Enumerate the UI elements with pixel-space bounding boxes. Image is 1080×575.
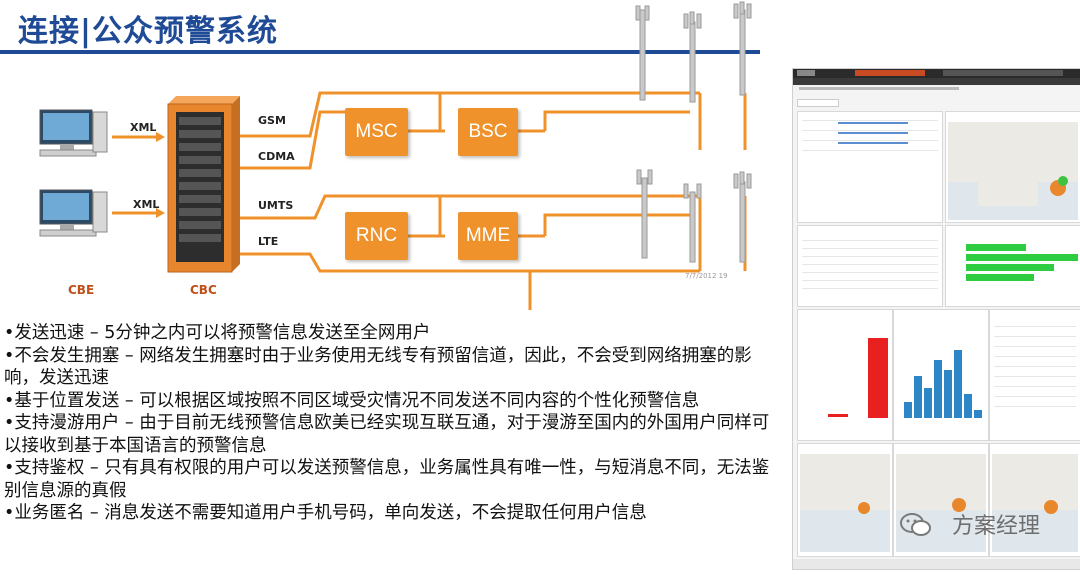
node-mme: MME bbox=[458, 212, 518, 260]
map-panel-1 bbox=[797, 443, 893, 557]
bullet-item: •发送迅速 – 5分钟之内可以将预警信息发送至全网用户 bbox=[4, 323, 431, 343]
diagram-links bbox=[39, 1, 752, 310]
bullet-item: •业务匿名 – 消息发送不需要知道用户手机号码，单向发送，不会提取任何用户信息 bbox=[4, 503, 647, 523]
cbe-computer-icon bbox=[39, 109, 108, 237]
dashboard-select bbox=[797, 99, 839, 107]
map-panel-3 bbox=[989, 443, 1080, 557]
red-bar-chart bbox=[797, 309, 893, 441]
bullet-item: •基于位置发送 – 可以根据区域按照不同区域受灾情况不同发送不同内容的个性化预警… bbox=[4, 390, 700, 411]
xml-label-top: XML bbox=[130, 121, 157, 134]
dashboard-footer bbox=[793, 559, 1080, 569]
page-title: 连接|公众预警系统 bbox=[18, 14, 278, 49]
net-label-umts: UMTS bbox=[258, 199, 294, 212]
dashboard-header-text bbox=[799, 87, 959, 90]
cell-list-panel bbox=[989, 309, 1080, 441]
blue-bar-chart bbox=[893, 309, 989, 441]
dashboard-topbar bbox=[793, 69, 1080, 78]
device-label-cbc: CBC bbox=[190, 283, 217, 297]
bullet-item: •支持漫游用户 – 由于目前无线预警信息欧美已经实现互联互通，对于漫游至国内的外… bbox=[4, 413, 770, 456]
cbc-server-icon bbox=[167, 96, 240, 273]
bullet-item: •不会发生拥塞 – 网络发生拥塞时由于业务使用无线专有预留信道，因此，不会受到网… bbox=[4, 345, 752, 389]
feature-list: •发送迅速 – 5分钟之内可以将预警信息发送至全网用户 •不会发生拥塞 – 网络… bbox=[4, 322, 784, 525]
node-rnc: RNC bbox=[345, 212, 408, 260]
xml-label-bottom: XML bbox=[133, 198, 160, 211]
message-table-panel bbox=[797, 111, 943, 223]
slide-footnote: 7/7/2012 19 bbox=[685, 272, 728, 280]
details-panel bbox=[797, 225, 943, 307]
title-underline bbox=[0, 50, 760, 54]
network-diagram: MSC BSC RNC MME XML XML GSM CDMA UMTS LT… bbox=[0, 0, 790, 310]
wechat-icon bbox=[900, 513, 931, 536]
message-location-map bbox=[945, 111, 1080, 223]
node-msc: MSC bbox=[345, 108, 408, 156]
bullet-item: •支持鉴权 – 只有具有权限的用户可以发送预警信息，业务属性具有唯一性，与短消息… bbox=[4, 458, 770, 501]
dashboard-screenshot bbox=[792, 68, 1080, 570]
dashboard-menubar bbox=[793, 78, 1080, 85]
node-bsc: BSC bbox=[458, 108, 518, 156]
map-panel-2 bbox=[893, 443, 989, 557]
net-label-gsm: GSM bbox=[258, 114, 286, 127]
net-label-lte: LTE bbox=[258, 235, 279, 248]
watermark-text: 方案经理 bbox=[951, 514, 1040, 539]
net-label-cdma: CDMA bbox=[258, 150, 295, 163]
green-bar-chart bbox=[945, 225, 1080, 307]
device-label-cbe: CBE bbox=[68, 283, 95, 297]
cell-tower-icons bbox=[635, 1, 752, 263]
